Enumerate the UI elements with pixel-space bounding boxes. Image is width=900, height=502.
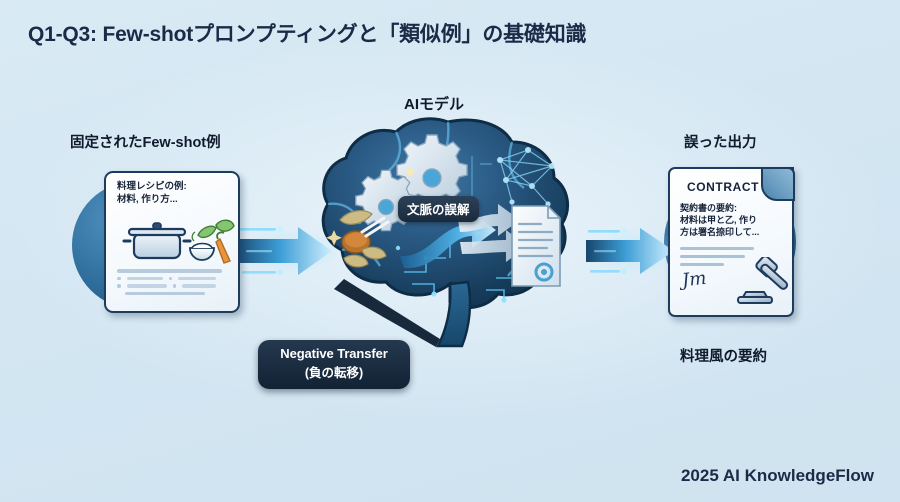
recipe-card-text: 料理レシピの例: 材料, 作り方...: [117, 181, 187, 205]
contract-placeholder-lines: [680, 247, 754, 271]
contract-heading: CONTRACT: [686, 180, 760, 194]
callout-negative-transfer: Negative Transfer (負の転移): [258, 340, 410, 389]
footer-brand: 2025 AI KnowledgeFlow: [680, 466, 874, 485]
recipe-placeholder-lines: [117, 269, 231, 299]
contract-body-text: 契約書の要約: 材料は甲と乙, 作り 方は署名捺印して...: [680, 203, 760, 238]
gavel-icon: [737, 257, 789, 304]
leaf-icon-brain: [339, 210, 387, 268]
fewshot-recipe-card: 料理レシピの例: 材料, 作り方...: [104, 171, 240, 313]
callout-pointer: [334, 279, 440, 347]
sparkle-icon: [326, 166, 416, 246]
spoon-spice-icon: [341, 216, 390, 254]
document-icon-brain: [511, 205, 561, 287]
swap-arrows-icon: [400, 204, 528, 269]
status-badge-context-misread: 文脈の誤解: [398, 196, 479, 222]
label-wrong-output: 誤った出力: [684, 135, 757, 151]
page-fold-icon: [760, 166, 795, 201]
recipe-illustration: [122, 219, 235, 264]
label-fixed-fewshot: 固定されたFew-shot例: [70, 135, 221, 151]
leaf-icon: [197, 219, 235, 239]
label-ai-model: AIモデル: [404, 96, 465, 113]
cooking-pot-icon: [122, 222, 192, 260]
rice-bowl-icon: [189, 242, 215, 261]
carrot-icon: [215, 231, 231, 264]
label-cooking-summary: 料理風の要約: [680, 349, 767, 365]
arrow-right-icon-output: [586, 228, 684, 275]
gear-icon-large: [396, 134, 468, 206]
page-title: Q1-Q3: Few-shotプロンプティングと「類似例」の基礎知識: [28, 23, 587, 46]
wrong-output-contract-card: CONTRACT 契約書の要約: 材料は甲と乙, 作り 方は署名捺印して... …: [668, 166, 795, 317]
brain-illustration: [321, 117, 570, 348]
signature-icon: Jm: [680, 267, 708, 292]
